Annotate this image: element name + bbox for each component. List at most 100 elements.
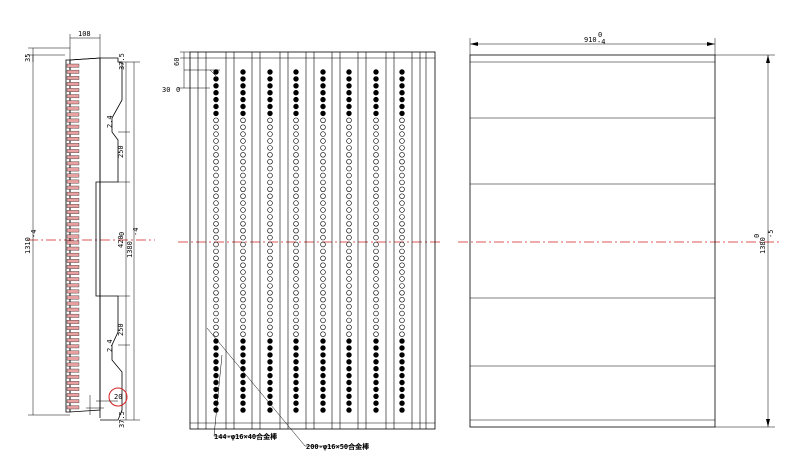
rod-hole-open <box>240 310 246 317</box>
side-rod <box>66 124 80 129</box>
rod-hole-open <box>320 262 326 268</box>
rod-hole-open <box>399 207 405 213</box>
side-rod <box>66 338 80 343</box>
rod-hole-open <box>213 172 219 179</box>
callout-rods-144: 144-φ16×40合金棒 <box>214 432 278 441</box>
rod-hole-open <box>373 152 379 158</box>
dim-small-bottom: 37.5 <box>118 411 126 428</box>
rod-hole-filled <box>213 393 219 399</box>
rod-hole-filled <box>320 76 326 82</box>
rod-hole-open <box>346 324 352 330</box>
dim-small-taper-bottom: 2.4 <box>106 339 114 352</box>
rod-hole-open <box>399 221 405 227</box>
rod-hole-open <box>293 124 299 130</box>
rod-hole-filled <box>346 393 352 399</box>
rod-hole-open <box>399 241 405 248</box>
rod-hole-filled <box>267 386 273 393</box>
rod-hole-open <box>373 276 379 282</box>
rod-hole-open <box>346 207 352 213</box>
rod-hole-open <box>267 193 273 199</box>
rod-hole-filled <box>373 338 379 344</box>
rod-hole-filled <box>240 366 246 372</box>
rod-hole-open <box>320 131 326 137</box>
rod-hole-open <box>293 193 299 199</box>
rod-hole-open <box>399 172 405 179</box>
side-rod <box>66 173 80 178</box>
rod-hole-open <box>399 145 405 151</box>
rod-hole-filled <box>373 83 379 89</box>
rod-hole-filled <box>293 393 299 399</box>
rod-hole-open <box>373 290 379 296</box>
rod-hole-open <box>213 262 219 268</box>
rod-hole-open <box>399 234 405 241</box>
dim-inner-height-tol-lower: -4 <box>132 228 140 236</box>
rod-hole-filled <box>293 379 299 386</box>
rod-hole-open <box>267 331 273 337</box>
rod-hole-open <box>293 331 299 337</box>
rod-hole-filled <box>399 338 405 344</box>
rod-hole-open <box>399 186 405 193</box>
rod-hole-open <box>213 303 219 310</box>
rod-hole-open <box>373 303 379 310</box>
rod-hole-filled <box>267 83 273 89</box>
plate-dim-height-tol-upper: 0 <box>753 234 761 238</box>
rod-hole-open <box>346 283 352 289</box>
rod-hole-open <box>346 131 352 137</box>
rod-hole-open <box>240 234 246 241</box>
side-rod <box>66 69 80 74</box>
rod-hole-open <box>293 269 299 275</box>
side-rod <box>66 326 80 330</box>
rod-hole-filled <box>213 372 219 379</box>
side-rod <box>66 137 80 141</box>
detail-circle <box>108 387 128 407</box>
rod-hole-open <box>267 172 273 179</box>
rod-hole-open <box>213 228 219 234</box>
side-rod <box>66 320 80 324</box>
rod-hole-open <box>213 152 219 158</box>
rod-hole-open <box>399 152 405 158</box>
rod-hole-filled <box>346 359 352 365</box>
rod-hole-open <box>267 152 273 158</box>
side-rod <box>66 240 80 245</box>
side-rod <box>66 179 80 184</box>
rod-hole-open <box>373 331 379 337</box>
side-rod <box>66 112 80 117</box>
rod-hole-filled <box>213 96 219 103</box>
rod-hole-open <box>293 214 299 220</box>
rod-hole-open <box>320 221 326 227</box>
side-rod <box>66 381 80 385</box>
rod-hole-filled <box>373 89 379 96</box>
rod-hole-filled <box>293 400 299 406</box>
rod-hole-open <box>293 241 299 248</box>
rod-hole-open <box>373 145 379 151</box>
rod-hole-filled <box>240 400 246 406</box>
rod-hole-filled <box>373 379 379 386</box>
rod-hole-open <box>373 131 379 137</box>
rod-hole-filled <box>373 110 379 117</box>
side-rod <box>66 246 80 251</box>
rod-hole-filled <box>240 379 246 386</box>
rod-hole-open <box>320 269 326 275</box>
rod-hole-open <box>293 159 299 165</box>
rod-hole-filled <box>320 372 326 379</box>
side-rod <box>66 210 80 214</box>
rod-hole-filled <box>346 110 352 117</box>
rod-hole-open <box>346 117 352 124</box>
rod-hole-filled <box>267 103 273 110</box>
side-rod <box>66 222 80 227</box>
rod-hole-open <box>293 152 299 158</box>
rod-hole-open <box>293 145 299 151</box>
rod-hole-open <box>320 255 326 261</box>
rod-hole-filled <box>240 96 246 103</box>
rod-hole-filled <box>399 96 405 103</box>
dim-top-offset: 35 <box>24 54 32 62</box>
side-rod <box>66 149 80 153</box>
plate-dim-width-tol-lower: -4 <box>597 38 605 46</box>
rod-hole-filled <box>267 393 273 399</box>
rod-hole-open <box>213 276 219 282</box>
side-rod <box>66 368 80 373</box>
side-rod <box>66 143 80 147</box>
rod-hole-filled <box>267 89 273 96</box>
rod-hole-open <box>293 234 299 241</box>
side-rod <box>66 155 80 160</box>
